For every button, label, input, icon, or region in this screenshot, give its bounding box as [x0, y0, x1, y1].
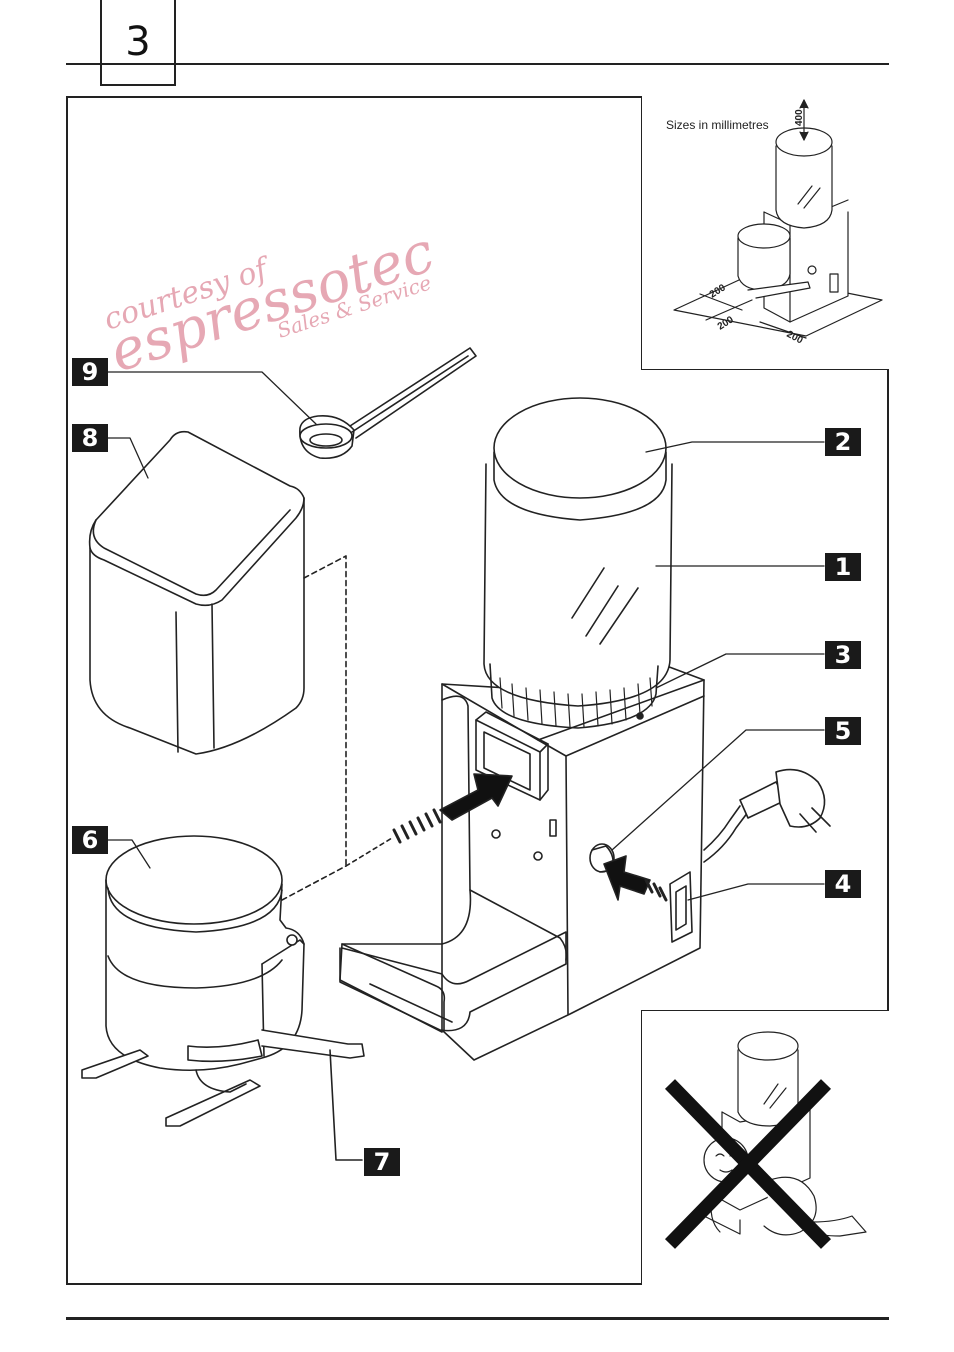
callout-9: 9: [72, 358, 108, 386]
leader-lines: [107, 371, 825, 901]
measuring-spoon: [299, 347, 477, 460]
callout-2: 2: [825, 428, 861, 456]
callout-8: 8: [72, 424, 108, 452]
bean-cover: [88, 430, 347, 867]
page-number: 3: [100, 0, 176, 86]
doser-unit: [81, 835, 365, 1161]
dimensions-caption: Sizes in millimetres: [666, 118, 769, 132]
header-rule: [66, 63, 889, 65]
callout-1: 1: [825, 553, 861, 581]
dimensions-inset: [641, 96, 889, 370]
callout-4: 4: [825, 870, 861, 898]
callout-5: 5: [825, 717, 861, 745]
grinder-body: [339, 655, 831, 1061]
insert-arrow-knob: [603, 855, 668, 902]
child-warning-inset: [641, 1010, 889, 1285]
bean-hopper: [483, 397, 673, 729]
callout-7: 7: [364, 1148, 400, 1176]
diagram-frame: [66, 96, 889, 1285]
footer-rule: [66, 1317, 889, 1320]
callout-3: 3: [825, 641, 861, 669]
watermark: courtesy of espressotec Sales & Service: [100, 220, 442, 386]
callout-6: 6: [72, 826, 108, 854]
insert-arrow-doser: [345, 773, 513, 867]
